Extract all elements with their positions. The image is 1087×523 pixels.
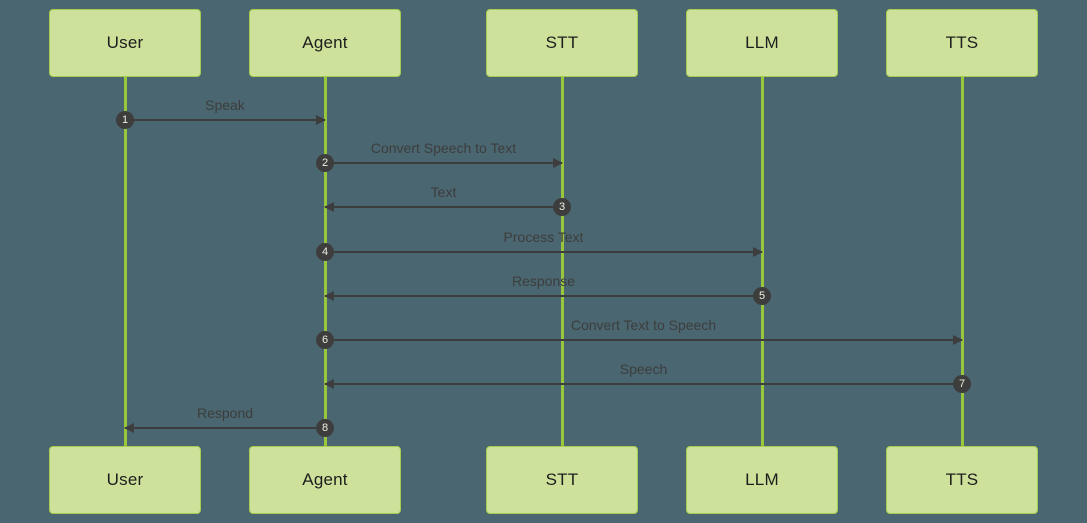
participant-user[interactable]: User (49, 9, 201, 77)
lifeline-agent (324, 77, 327, 446)
message-arrow-3[interactable] (324, 202, 562, 212)
lifeline-llm (761, 77, 764, 446)
participant-stt[interactable]: STT (486, 446, 638, 514)
message-arrow-6[interactable] (325, 335, 963, 345)
participant-label: LLM (745, 470, 779, 489)
message-arrow-5[interactable] (324, 291, 762, 301)
message-label-4: Process Text (503, 229, 584, 245)
message-arrow-7[interactable] (324, 379, 962, 389)
arrowhead-icon (553, 158, 563, 168)
message-label-8: Respond (196, 405, 254, 421)
lifeline-tts (961, 77, 964, 446)
participant-label: User (106, 470, 144, 489)
participant-label: TTS (945, 33, 979, 52)
arrowhead-icon (316, 115, 326, 125)
participant-label: Agent (302, 33, 348, 52)
participant-label: User (106, 33, 144, 52)
participant-tts[interactable]: TTS (886, 446, 1038, 514)
participant-agent[interactable]: Agent (249, 9, 401, 77)
message-label-7: Speech (619, 361, 668, 377)
message-label-1: Speak (205, 97, 245, 113)
sequence-badge-5: 5 (753, 287, 771, 305)
participant-llm[interactable]: LLM (686, 446, 838, 514)
message-arrow-1[interactable] (125, 115, 326, 125)
participant-llm[interactable]: LLM (686, 9, 838, 77)
participant-tts[interactable]: TTS (886, 9, 1038, 77)
lifeline-user (124, 77, 127, 446)
message-label-3: Text (430, 184, 457, 200)
participant-label: LLM (745, 33, 779, 52)
lifeline-stt (561, 77, 564, 446)
sequence-badge-7: 7 (953, 375, 971, 393)
arrowhead-icon (124, 423, 134, 433)
sequence-badge-3: 3 (553, 198, 571, 216)
message-arrow-8[interactable] (124, 423, 325, 433)
sequence-badge-1: 1 (116, 111, 134, 129)
message-label-2: Convert Speech to Text (370, 140, 517, 156)
sequence-badge-4: 4 (316, 243, 334, 261)
participant-agent[interactable]: Agent (249, 446, 401, 514)
message-label-5: Response (511, 273, 576, 289)
sequence-badge-6: 6 (316, 331, 334, 349)
arrowhead-icon (324, 379, 334, 389)
message-arrow-2[interactable] (325, 158, 563, 168)
arrowhead-icon (953, 335, 963, 345)
participant-stt[interactable]: STT (486, 9, 638, 77)
arrowhead-icon (324, 291, 334, 301)
participant-label: TTS (945, 470, 979, 489)
sequence-badge-2: 2 (316, 154, 334, 172)
participant-label: STT (545, 33, 579, 52)
arrowhead-icon (324, 202, 334, 212)
participant-user[interactable]: User (49, 446, 201, 514)
sequence-badge-8: 8 (316, 419, 334, 437)
message-label-6: Convert Text to Speech (570, 317, 717, 333)
arrowhead-icon (753, 247, 763, 257)
participant-label: Agent (302, 470, 348, 489)
message-arrow-4[interactable] (325, 247, 763, 257)
participant-label: STT (545, 470, 579, 489)
